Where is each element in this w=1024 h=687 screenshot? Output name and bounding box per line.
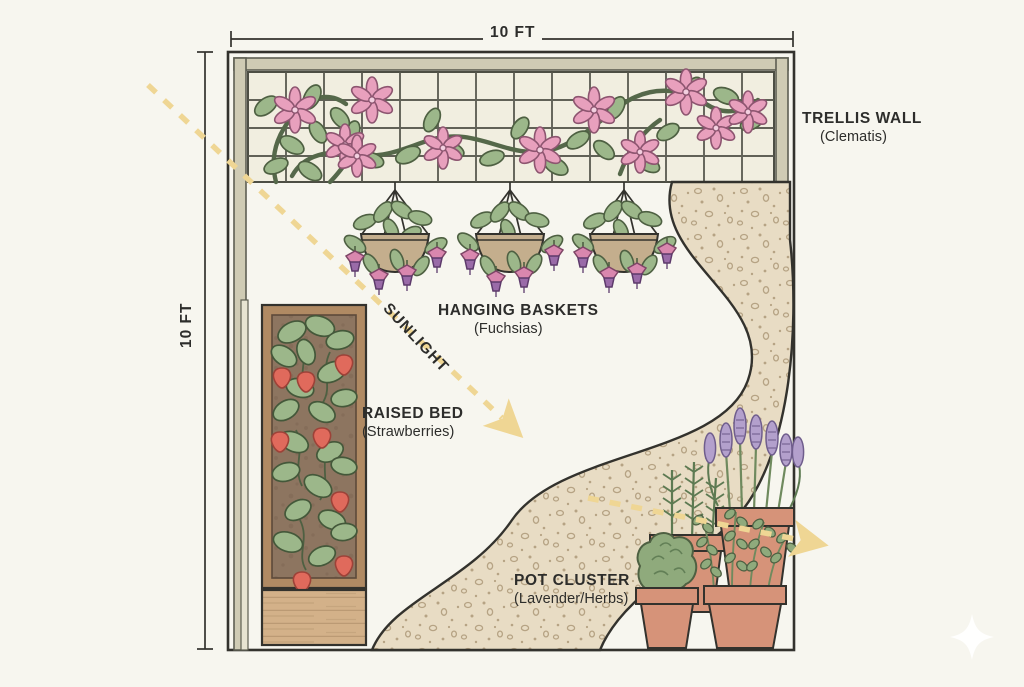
label-trellis-wall-title: TRELLIS WALL [802,110,922,127]
label-trellis-wall-sub: (Clematis) [820,129,888,146]
pot-boxwood [635,532,699,649]
label-hanging-baskets-title: HANGING BASKETS [438,302,599,319]
label-pot-cluster-title: POT CLUSTER [514,572,630,589]
label-pot-cluster-sub: (Lavender/Herbs) [514,591,629,608]
gravel-path [370,180,795,652]
label-raised-bed: RAISED BED (Strawberries) [362,404,464,442]
sparkle-icon [950,614,994,660]
strawberry-fruit [270,354,354,593]
label-raised-bed-sub: (Strawberries) [362,424,455,441]
sunlight-arrow [146,82,829,557]
label-hanging-baskets: HANGING BASKETS (Fuchsias) [438,301,599,339]
label-pot-cluster: POT CLUSTER (Lavender/Herbs) [514,571,630,609]
label-hanging-baskets-sub: (Fuchsias) [474,321,543,338]
pot-cluster [635,407,805,649]
dimension-label-height: 10 FT [178,295,196,355]
clematis-flower [273,68,768,178]
trellis-wall [247,68,775,185]
label-trellis-wall: TRELLIS WALL (Clematis) [802,109,922,147]
hanging-baskets [343,182,678,297]
strawberry-plants [270,314,358,593]
label-raised-bed-title: RAISED BED [362,405,464,422]
raised-bed [260,303,368,647]
dimension-label-width: 10 FT [483,24,543,42]
pot-thyme [692,508,798,649]
dimension-line-vertical [197,51,213,650]
